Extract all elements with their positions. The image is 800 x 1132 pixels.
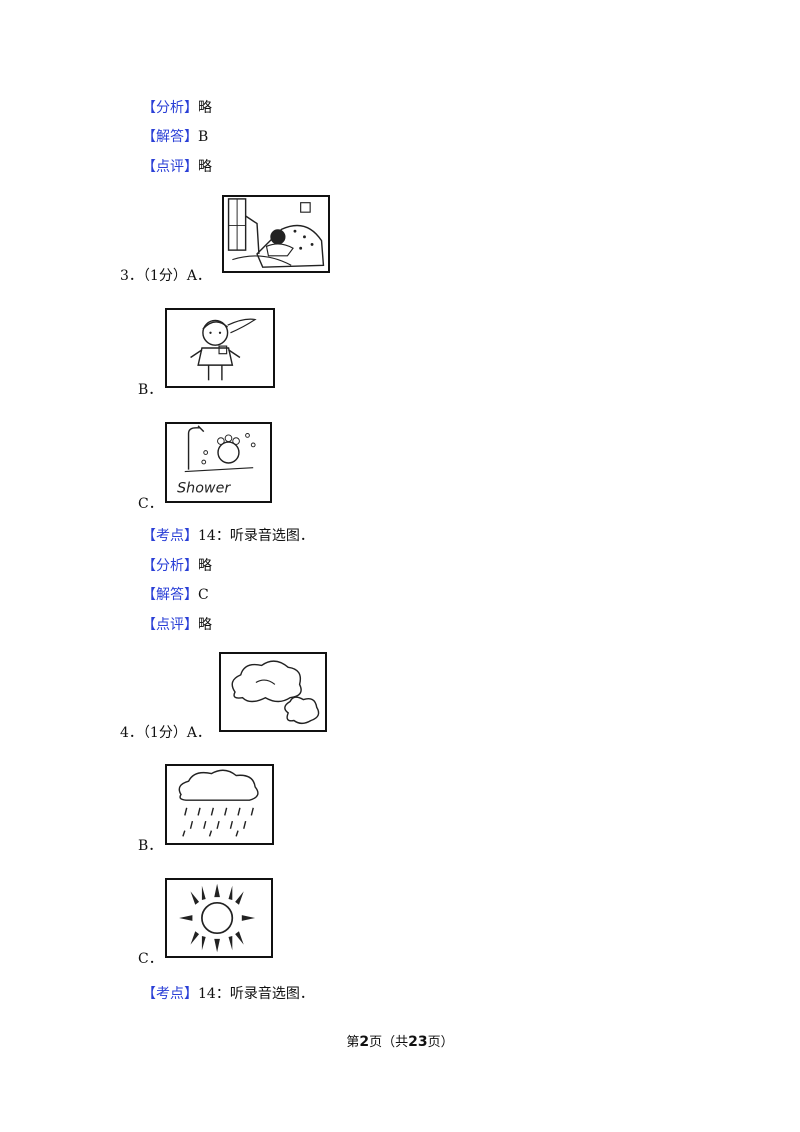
q4-option-c-label: C． [138,951,163,967]
q3-option-c-label: C． [138,496,163,512]
q3-option-b-image[interactable] [165,308,275,388]
q4-point-line: 【考点】14：听录音选图． [142,984,314,1004]
q3-analysis-line: 【分析】略 [142,556,212,576]
footer-total-pages: 23 [408,1034,428,1050]
comment-tag: 【点评】 [142,617,198,633]
q2-analysis-line: 【分析】略 [142,98,212,118]
comment-text: 略 [198,617,212,633]
analysis-tag: 【分析】 [142,100,198,116]
point-tag: 【考点】 [142,528,198,544]
q3-option-b-label: B． [138,382,163,398]
point-text: 14：听录音选图． [198,986,314,1002]
q3-point-line: 【考点】14：听录音选图． [142,526,314,546]
comment-text: 略 [198,159,212,175]
q3-answer-line: 【解答】C [142,585,209,605]
q3-comment-line: 【点评】略 [142,615,212,635]
answer-text: B [198,129,209,145]
footer-pre: 第 [346,1035,360,1050]
page-footer: 第2页（共23页） [0,1031,800,1050]
shower-word: Shower [177,480,231,496]
girl-picture [190,318,257,381]
q3-option-c-image[interactable]: Shower [165,422,272,503]
q2-answer-line: 【解答】B [142,127,208,147]
analysis-tag: 【分析】 [142,558,198,574]
q2-comment-line: 【点评】略 [142,157,212,177]
answer-text: C [198,587,209,603]
footer-page-number: 2 [359,1034,370,1050]
answer-tag: 【解答】 [142,587,198,603]
point-text: 14：听录音选图． [198,528,314,544]
point-tag: 【考点】 [142,986,198,1002]
q4-option-a-image[interactable] [219,652,327,732]
footer-mid: 页（共 [369,1035,409,1050]
shower-picture: Shower [177,425,256,496]
q4-option-b-label: B． [138,838,163,854]
cloudy-picture [231,660,320,725]
q4-option-c-image[interactable] [165,878,273,958]
q4-question-number: 4．（1分）A． [120,725,211,741]
bedroom-picture [227,198,325,268]
answer-tag: 【解答】 [142,129,198,145]
sun-icon [179,883,256,953]
analysis-text: 略 [198,558,212,574]
comment-tag: 【点评】 [142,159,198,175]
footer-post: 页） [427,1035,454,1050]
q4-option-b-image[interactable] [165,764,274,845]
q3-option-a-image[interactable] [222,195,330,273]
q3-question-number: 3．（1分）A． [120,268,211,284]
rain-cloud-icon [178,769,259,837]
analysis-text: 略 [198,100,212,116]
